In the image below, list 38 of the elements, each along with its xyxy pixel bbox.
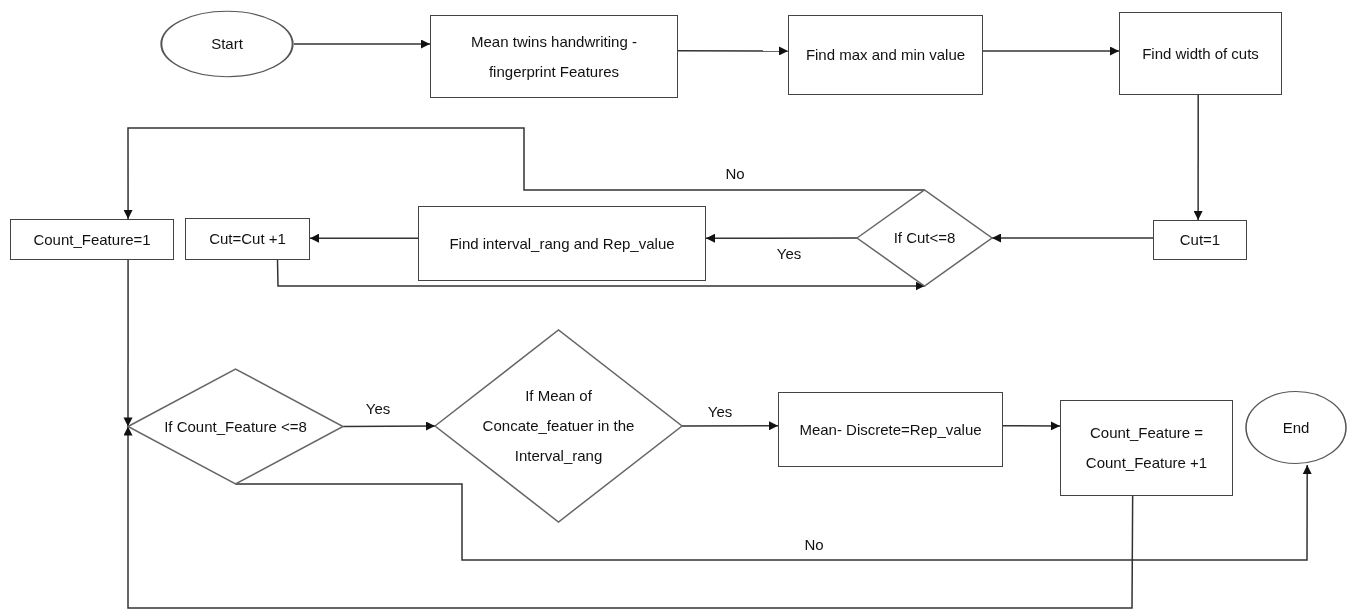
process-box bbox=[418, 206, 706, 281]
process-box bbox=[1153, 220, 1247, 260]
node-text: Mean twins handwriting - fingerprint Features bbox=[470, 31, 638, 82]
arrow bbox=[123, 259, 133, 428]
node-text: If Mean of Concate_featuer in the Interval_rang bbox=[481, 386, 636, 466]
arrow bbox=[293, 39, 431, 49]
arrow bbox=[991, 233, 1154, 243]
process-box bbox=[430, 15, 678, 98]
arrow bbox=[342, 421, 436, 431]
arrow bbox=[677, 46, 789, 56]
arrow bbox=[123, 425, 1134, 609]
node-text: End bbox=[1281, 417, 1311, 438]
node-text: Mean- Discrete=Rep_value bbox=[798, 419, 983, 440]
process-box bbox=[185, 218, 310, 260]
arrow bbox=[1193, 94, 1203, 221]
arrow bbox=[1002, 421, 1061, 431]
arrow bbox=[705, 233, 858, 243]
arrow bbox=[276, 259, 926, 291]
process-box bbox=[10, 219, 174, 260]
node-text: Find width of cuts bbox=[1141, 43, 1260, 64]
node-text: If Cut<=8 bbox=[892, 228, 957, 248]
arrow bbox=[234, 464, 1312, 561]
arrow bbox=[123, 127, 926, 220]
node-text: Count_Feature = Count_Feature +1 bbox=[1084, 423, 1209, 473]
node-text: Start bbox=[210, 34, 244, 54]
node-text: If Count_Feature <=8 bbox=[163, 416, 308, 437]
arrow bbox=[681, 421, 779, 431]
arrow bbox=[982, 46, 1120, 56]
node-text: Find interval_rang and Rep_value bbox=[448, 233, 676, 254]
process-box bbox=[1119, 12, 1282, 95]
node-text: Count_Feature=1 bbox=[32, 229, 152, 250]
process-box bbox=[1060, 400, 1233, 496]
process-box bbox=[788, 15, 983, 95]
node-text: Cut=1 bbox=[1178, 230, 1222, 250]
node-text: Cut=Cut +1 bbox=[208, 229, 287, 249]
process-box bbox=[778, 392, 1003, 467]
node-text: Find max and min value bbox=[804, 45, 967, 65]
arrow bbox=[309, 233, 419, 243]
